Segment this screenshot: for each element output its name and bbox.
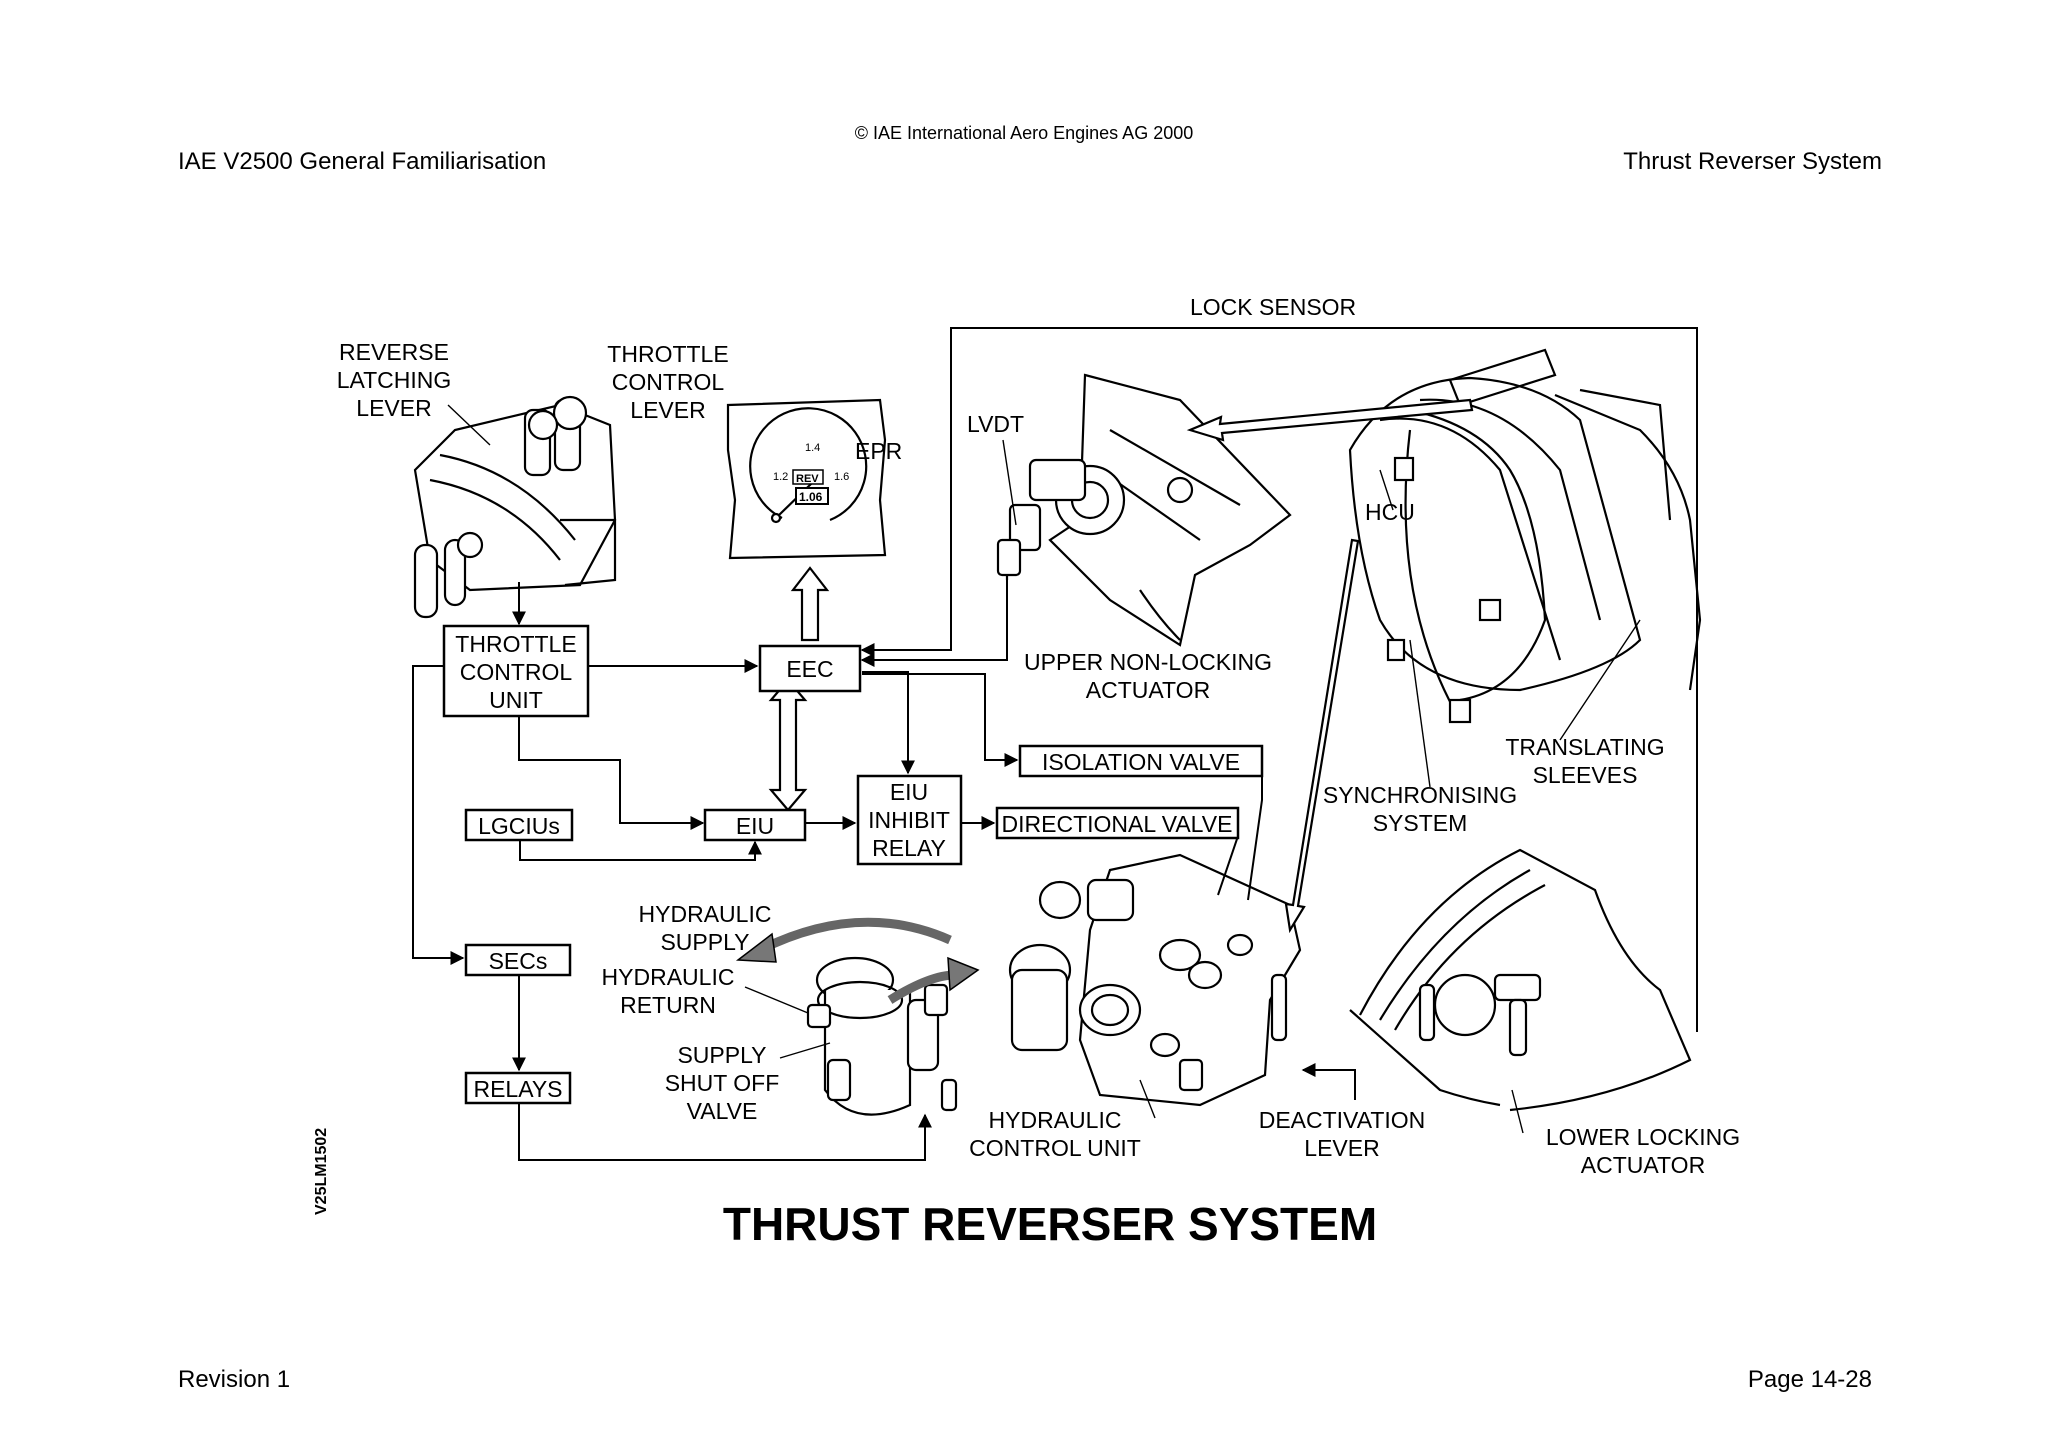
dl-line-1: DEACTIVATION [1259, 1107, 1426, 1133]
unla-line-1: UPPER NON-LOCKING [1024, 649, 1272, 675]
section-title: Thrust Reverser System [1623, 148, 1882, 175]
translating-sleeves-label: TRANSLATING SLEEVES [1505, 734, 1664, 788]
supply-shut-off-valve-label: SUPPLY SHUT OFF VALVE [665, 1042, 780, 1124]
eiu-box: EIU [703, 808, 807, 842]
gauge-tick-14: 1.4 [805, 442, 820, 454]
signal-lines [412, 327, 1698, 1161]
rll-line-2: LATCHING [337, 367, 452, 393]
copyright-notice: © IAE International Aero Engines AG 2000 [854, 123, 1194, 143]
lgcius-box: LGCIUs [464, 808, 574, 842]
epr-label: EPR [855, 438, 902, 464]
relay-line-1: EIU [890, 779, 928, 805]
ss-line-2: SYSTEM [1373, 810, 1468, 836]
lock-sensor-label: LOCK SENSOR [1190, 294, 1356, 320]
outlined-arrows [768, 398, 1474, 934]
directional-valve-box: DIRECTIONAL VALVE [995, 806, 1240, 840]
hcu-full-line-1: HYDRAULIC [989, 1107, 1122, 1133]
ss-line-1: SYNCHRONISING [1323, 782, 1517, 808]
hs-line-1: HYDRAULIC [639, 901, 772, 927]
throttle-control-lever-label: THROTTLE CONTROL LEVER [607, 341, 728, 423]
hydraulic-control-unit-illustration [1008, 853, 1302, 1107]
translating-sleeves-illustration [1348, 348, 1702, 724]
lower-locking-actuator-label: LOWER LOCKING ACTUATOR [1546, 1124, 1740, 1178]
hydraulic-flow-arrows [735, 917, 980, 1004]
gauge-readout: 1.06 [799, 490, 823, 504]
secs-box: SECs [464, 943, 572, 977]
throttle-quadrant-illustration [413, 395, 617, 619]
rll-line-3: LEVER [356, 395, 431, 421]
document-title: IAE V2500 General Familiarisation [178, 148, 547, 175]
hydraulic-return-label: HYDRAULIC RETURN [602, 964, 735, 1018]
lla-line-2: ACTUATOR [1581, 1152, 1705, 1178]
hs-line-2: SUPPLY [660, 929, 749, 955]
ts-line-1: TRANSLATING [1505, 734, 1664, 760]
epr-gauge-panel: 1.4 1.2 1.6 REV 1.06 [726, 398, 887, 560]
directional-valve-label: DIRECTIONAL VALVE [1002, 811, 1233, 837]
deactivation-lever-label: DEACTIVATION LEVER [1259, 1107, 1426, 1161]
secs-label: SECs [489, 948, 548, 974]
tcu-line-3: UNIT [489, 687, 543, 713]
upper-non-locking-actuator-label: UPPER NON-LOCKING ACTUATOR [1024, 649, 1272, 703]
tcl-line-3: LEVER [630, 397, 705, 423]
ts-line-2: SLEEVES [1533, 762, 1638, 788]
unla-line-2: ACTUATOR [1086, 677, 1210, 703]
upper-actuator-illustration [996, 373, 1292, 647]
rll-line-1: REVERSE [339, 339, 449, 365]
eec-box: EEC [758, 644, 862, 693]
page-number: Page 14-28 [1747, 1366, 1872, 1393]
dl-line-2: LEVER [1304, 1135, 1379, 1161]
hr-line-1: HYDRAULIC [602, 964, 735, 990]
ssov-line-2: SHUT OFF [665, 1070, 780, 1096]
relays-box: RELAYS [464, 1071, 572, 1105]
gauge-rev-indicator: REV [796, 473, 819, 485]
tcl-line-1: THROTTLE [607, 341, 728, 367]
gauge-tick-16: 1.6 [834, 471, 849, 483]
shut-off-valve-illustration [806, 956, 958, 1116]
lower-actuator-illustration [1349, 848, 1692, 1112]
eec-label: EEC [786, 656, 833, 682]
hr-line-2: RETURN [620, 992, 716, 1018]
lgcius-label: LGCIUs [478, 813, 560, 839]
lvdt-label: LVDT [967, 411, 1024, 437]
synchronising-system-label: SYNCHRONISING SYSTEM [1323, 782, 1517, 836]
revision-label: Revision 1 [178, 1366, 291, 1393]
throttle-control-unit-box: THROTTLE CONTROL UNIT [442, 624, 590, 718]
reverse-latching-lever-label: REVERSE LATCHING LEVER [337, 339, 452, 421]
ssov-line-3: VALVE [687, 1098, 758, 1124]
lla-line-1: LOWER LOCKING [1546, 1124, 1740, 1150]
tcu-line-1: THROTTLE [455, 631, 576, 657]
relay-line-3: RELAY [872, 835, 946, 861]
hydraulic-supply-label: HYDRAULIC SUPPLY [639, 901, 772, 955]
figure-title: THRUST REVERSER SYSTEM [723, 1198, 1377, 1250]
eiu-inhibit-relay-box: EIU INHIBIT RELAY [856, 774, 963, 866]
relay-line-2: INHIBIT [868, 807, 950, 833]
eiu-label: EIU [736, 813, 774, 839]
relays-label: RELAYS [473, 1076, 562, 1102]
isolation-valve-label: ISOLATION VALVE [1042, 749, 1240, 775]
isolation-valve-box: ISOLATION VALVE [1018, 744, 1264, 778]
gauge-tick-12: 1.2 [773, 471, 788, 483]
ssov-line-1: SUPPLY [677, 1042, 766, 1068]
tcu-line-2: CONTROL [460, 659, 573, 685]
hydraulic-control-unit-label: HYDRAULIC CONTROL UNIT [969, 1107, 1141, 1161]
figure-id: V25LM1502 [313, 1127, 330, 1215]
tcl-line-2: CONTROL [612, 369, 725, 395]
hcu-full-line-2: CONTROL UNIT [969, 1135, 1141, 1161]
hcu-label: HCU [1365, 499, 1415, 525]
